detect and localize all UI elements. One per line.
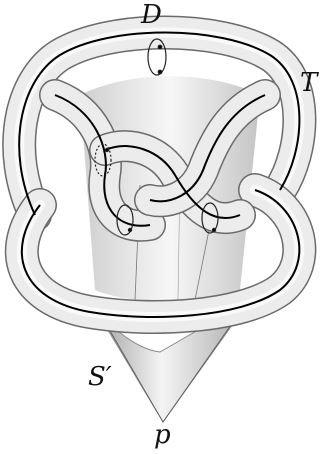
- label-D: D: [141, 2, 162, 28]
- label-S-prime: S′: [88, 364, 112, 390]
- label-p: p: [154, 422, 171, 448]
- label-T: T: [300, 70, 317, 96]
